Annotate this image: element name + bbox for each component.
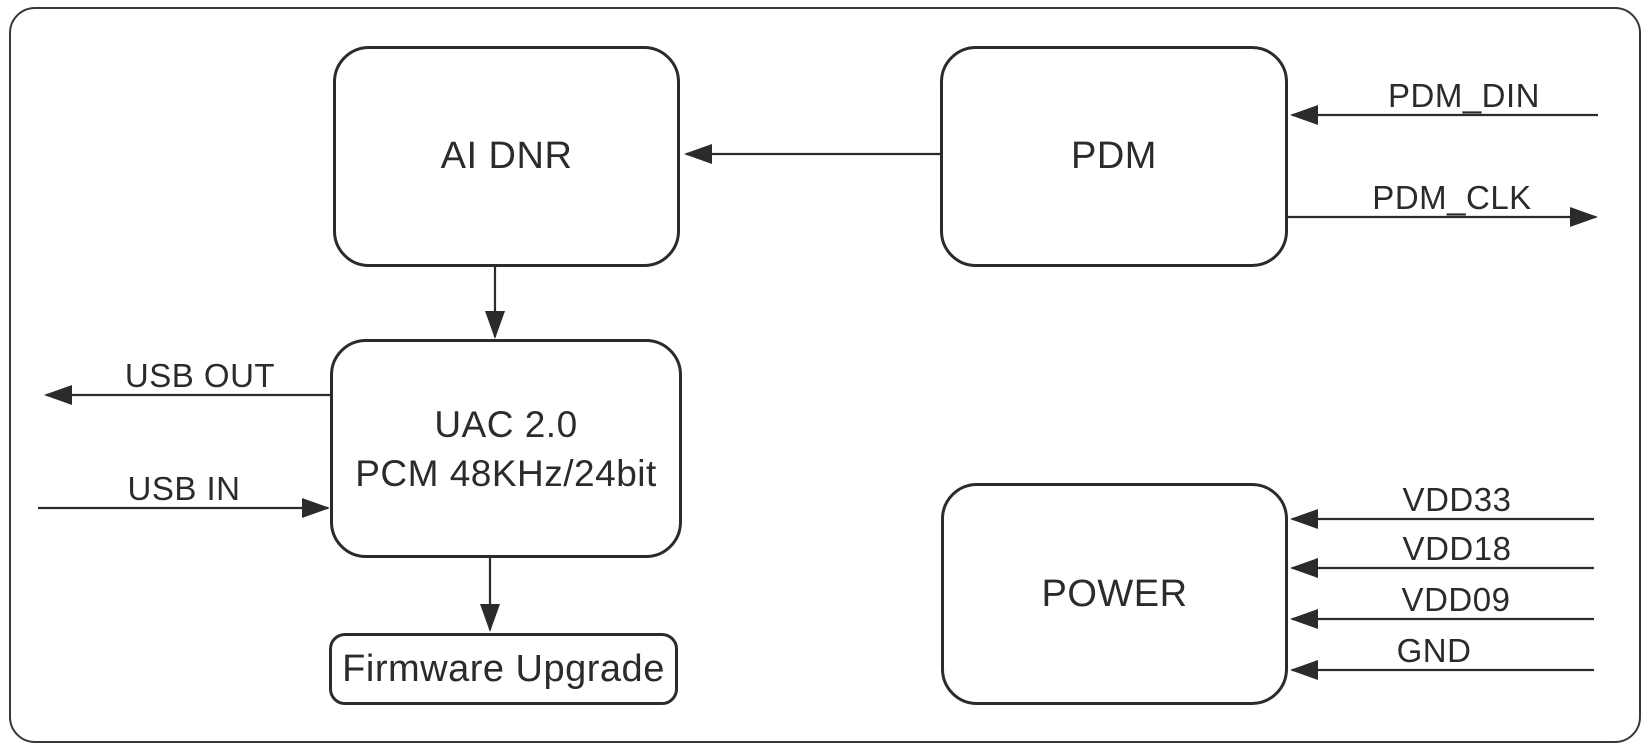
block-firmware-upgrade-label: Firmware Upgrade [342, 647, 665, 690]
signal-label-pdm-clk: PDM_CLK [1372, 179, 1532, 216]
block-uac-label: UAC 2.0 PCM 48KHz/24bit [355, 400, 657, 498]
signal-label-vdd09: VDD09 [1401, 581, 1511, 618]
signal-label-usb-in: USB IN [127, 470, 241, 507]
signal-label-vdd33: VDD33 [1402, 481, 1512, 518]
signal-label-gnd: GND [1396, 632, 1472, 669]
block-uac-label-line2: PCM 48KHz/24bit [355, 452, 657, 494]
block-pdm: PDM [940, 46, 1288, 267]
outer-frame [9, 7, 1641, 743]
signal-label-pdm-din: PDM_DIN [1387, 77, 1541, 114]
block-ai-dnr: AI DNR [333, 46, 680, 267]
signal-label-usb-out: USB OUT [124, 357, 276, 394]
block-power-label: POWER [1041, 572, 1188, 615]
block-ai-dnr-label: AI DNR [440, 135, 573, 177]
signal-label-vdd18: VDD18 [1402, 530, 1512, 567]
block-firmware-upgrade: Firmware Upgrade [329, 633, 678, 705]
block-pdm-label: PDM [1071, 135, 1157, 177]
block-uac: UAC 2.0 PCM 48KHz/24bit [330, 339, 682, 558]
block-uac-label-line1: UAC 2.0 [434, 403, 578, 445]
block-power: POWER [941, 483, 1288, 705]
